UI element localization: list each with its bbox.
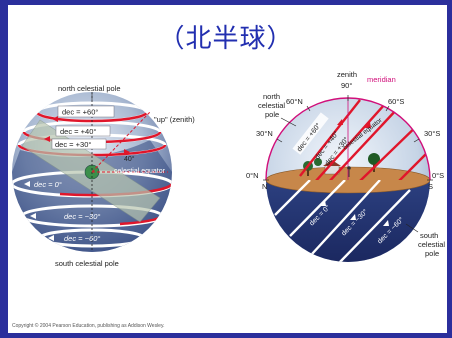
left-arrow-4 (24, 181, 30, 187)
svg-text:celestial: celestial (258, 101, 285, 110)
right-sphere-lower (266, 180, 430, 262)
right-dec-line-m60-below (339, 189, 411, 262)
right-north-pole-line1: north (263, 92, 280, 101)
right-meridian-ticks (263, 95, 433, 181)
left-arrow-3 (124, 149, 130, 155)
left-celestial-sphere: dec = +60° dec = +40° dec = +30° dec = 0… (12, 84, 195, 268)
left-arrow-6 (48, 235, 54, 241)
right-n60-label: 60°N (286, 97, 303, 106)
left-south-pole-label: south celestial pole (55, 259, 119, 268)
slide-title: （北半球） (158, 24, 294, 54)
right-zenith-label: zenith (337, 70, 357, 79)
svg-text:pole: pole (425, 249, 439, 258)
right-s60-label: 60°S (388, 97, 404, 106)
right-s0-label: 0°S (432, 171, 444, 180)
left-zenith-label: "up" (zenith) (154, 115, 195, 124)
bottom-frame-bar (0, 333, 452, 338)
right-frame-bar (447, 0, 452, 338)
right-n30-label: 30°N (256, 129, 273, 138)
right-S-label: S (428, 182, 433, 191)
right-s30-label: 30°S (424, 129, 440, 138)
left-dec-label-m60: dec = −60° (64, 234, 100, 243)
right-celestial-sphere: dec = +60° dec = +40° dec = +30° dec = 0… (246, 70, 445, 262)
right-meridian-label: meridian (367, 75, 396, 84)
left-dec-label-m30: dec = −30° (64, 212, 100, 221)
left-arrow-2 (44, 136, 50, 142)
svg-text:pole: pole (265, 110, 279, 119)
right-dec-line-p40 (305, 103, 386, 180)
right-dec-line-p30 (311, 107, 399, 180)
right-south-pole-line1: south (420, 231, 438, 240)
right-dec-line-p60 (299, 99, 361, 177)
top-frame-bar (0, 0, 452, 5)
right-n0-label: 0°N (246, 171, 259, 180)
right-observer (347, 166, 351, 177)
left-dec-label-0: dec = 0° (34, 180, 62, 189)
left-zenith-line (91, 111, 151, 173)
left-arrow-5 (30, 213, 36, 219)
left-frame-bar (0, 0, 8, 338)
copyright-notice: Copyright © 2004 Pearson Education, publ… (12, 323, 165, 329)
right-N-label: N (262, 182, 267, 191)
left-arrow-1 (52, 116, 58, 122)
left-angle-label: 40° (124, 155, 135, 163)
right-dec-line-0 (329, 117, 426, 180)
left-dec-label-p40: dec = +40° (60, 127, 96, 136)
right-dec-line-p30-below (274, 180, 311, 216)
right-dec-line-0-below (289, 180, 346, 237)
left-north-pole-label: north celestial pole (58, 84, 121, 93)
left-dec-label-p60: dec = +60° (62, 108, 98, 117)
left-equator-label: celestial equator (114, 168, 166, 175)
svg-text:celestial: celestial (418, 240, 445, 249)
right-zenith-deg: 90° (341, 81, 352, 90)
right-dec-line-m30-below (311, 180, 381, 255)
left-dec-label-p30: dec = +30° (55, 140, 91, 149)
